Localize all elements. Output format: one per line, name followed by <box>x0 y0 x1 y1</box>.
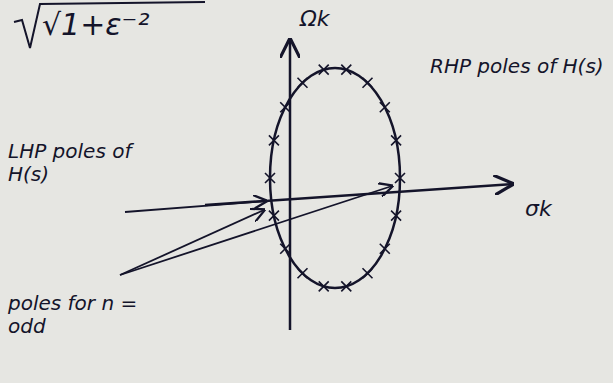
pole-mark <box>319 65 329 75</box>
imag-axis <box>289 40 292 330</box>
pole-mark <box>265 173 275 183</box>
pole-mark <box>341 281 351 291</box>
pole-mark <box>363 268 373 278</box>
pole-mark <box>363 78 373 88</box>
pole-mark <box>319 281 329 291</box>
annotation: LHP poles of H(s) <box>8 140 138 186</box>
pole-mark <box>380 102 390 112</box>
pole-mark <box>380 244 390 254</box>
pole-mark <box>395 173 405 183</box>
pole-mark <box>298 268 308 278</box>
pole-ellipse <box>270 68 400 288</box>
leader-line <box>125 201 266 212</box>
ellipse-axis-formula: √1+ε⁻² <box>42 8 212 43</box>
leader-line <box>120 210 264 275</box>
pole-mark <box>391 135 401 145</box>
annotation: poles for n = odd <box>8 292 158 338</box>
axis-label: σk <box>525 196 585 221</box>
pole-mark <box>280 102 290 112</box>
pole-mark <box>269 135 279 145</box>
pole-mark <box>298 78 308 88</box>
axis-label: Ωk <box>300 6 360 31</box>
pole-mark <box>341 65 351 75</box>
leader-line <box>120 186 392 275</box>
pole-marks <box>265 65 405 292</box>
annotation: RHP poles of H(s) <box>430 55 605 78</box>
pole-mark <box>391 211 401 221</box>
pole-mark <box>280 244 290 254</box>
pole-mark <box>269 211 279 221</box>
